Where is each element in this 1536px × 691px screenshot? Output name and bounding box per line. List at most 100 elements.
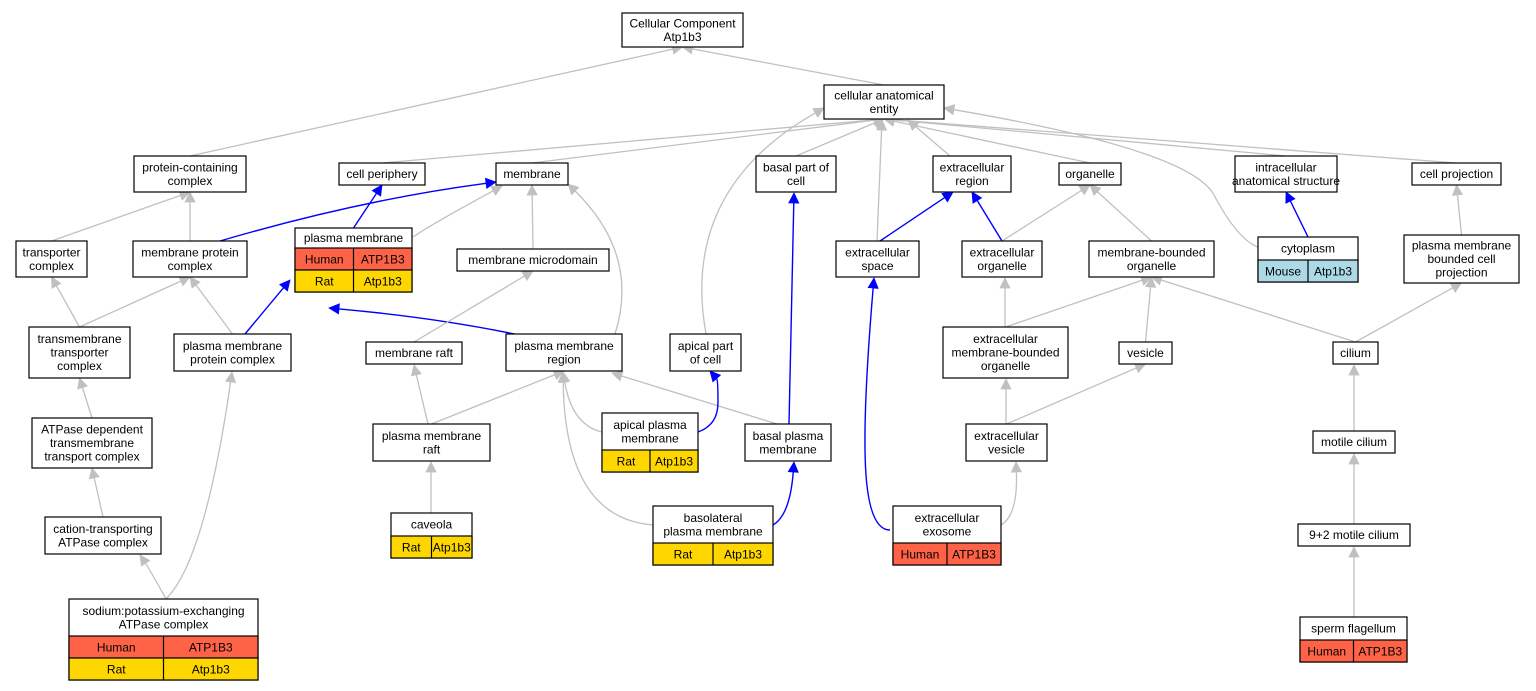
edge-line bbox=[564, 381, 603, 433]
species-label: Rat bbox=[107, 663, 126, 677]
arrowhead-icon bbox=[1089, 184, 1102, 197]
node-label: sodium:potassium-exchanging bbox=[82, 604, 244, 618]
node-label: plasma membrane bbox=[382, 429, 482, 443]
node-label: 9+2 motile cilium bbox=[1309, 528, 1399, 542]
annotation-row: Rat Atp1b3 bbox=[390, 535, 473, 559]
edge-line bbox=[1144, 286, 1152, 343]
arrowhead-icon bbox=[875, 119, 888, 131]
edge-line bbox=[1006, 367, 1137, 425]
node-label: cytoplasm bbox=[1281, 242, 1335, 256]
arrowhead-icon bbox=[490, 185, 503, 196]
edge-line bbox=[81, 387, 93, 419]
species-label: Rat bbox=[617, 455, 636, 469]
edge-mcil-to-cil bbox=[1348, 364, 1360, 431]
node-motile-cilium: motile cilium bbox=[1312, 430, 1396, 454]
node-label: complex bbox=[57, 359, 102, 373]
node-label: cell periphery bbox=[346, 167, 417, 181]
edge-pmpc-to-pm bbox=[244, 279, 291, 335]
edge-pm-to-cper bbox=[352, 184, 383, 229]
species-label: Rat bbox=[402, 541, 421, 555]
edge-blpm-to-bpm bbox=[772, 461, 799, 526]
species-label: Human bbox=[1307, 645, 1346, 659]
edge-pmbcp-to-cproj bbox=[1451, 184, 1464, 236]
gene-label: Atp1b3 bbox=[192, 663, 230, 677]
gene-label: Atp1b3 bbox=[364, 275, 402, 289]
node-label: Atp1b3 bbox=[663, 30, 701, 44]
node-box bbox=[1058, 162, 1122, 186]
edge-line bbox=[701, 112, 816, 335]
edge-line bbox=[51, 194, 181, 242]
node-label: transmembrane bbox=[50, 436, 134, 450]
edge-atpdep-to-ttc bbox=[77, 377, 93, 419]
edge-pmr-to-mem bbox=[567, 183, 623, 335]
arrowhead-icon bbox=[279, 279, 291, 292]
node-box bbox=[132, 240, 248, 278]
node-box bbox=[495, 162, 569, 186]
node-label: basolateral bbox=[684, 511, 743, 525]
edge-line bbox=[574, 190, 623, 335]
edge-line bbox=[621, 375, 778, 425]
arrowhead-icon bbox=[1451, 184, 1464, 196]
species-label: Human bbox=[901, 548, 940, 562]
edge-bpm-to-pmr bbox=[611, 370, 778, 425]
arrowhead-icon bbox=[1285, 191, 1296, 204]
arrowhead-icon bbox=[1010, 461, 1023, 473]
node-label: complex bbox=[168, 174, 213, 188]
edge-cyto-to-cae bbox=[943, 104, 1259, 248]
arrowhead-icon bbox=[371, 184, 383, 197]
node-label: membrane-bounded bbox=[1097, 245, 1205, 259]
node-box bbox=[173, 333, 292, 372]
node-label: region bbox=[955, 174, 988, 188]
gene-label: Atp1b3 bbox=[1314, 265, 1352, 279]
node-label: bounded cell bbox=[1427, 252, 1495, 266]
node-box bbox=[621, 12, 744, 48]
gene-label: Atp1b3 bbox=[655, 455, 693, 469]
annotation-row: Rat Atp1b3 bbox=[601, 449, 699, 473]
edge-sperm-to-m92 bbox=[1348, 546, 1360, 617]
arrowhead-icon bbox=[1348, 364, 1360, 376]
arrowhead-icon bbox=[971, 191, 983, 204]
node-label: Cellular Component bbox=[629, 16, 736, 30]
edge-line bbox=[953, 109, 1259, 248]
node-label: intracellular bbox=[1255, 160, 1316, 174]
edge-line bbox=[431, 374, 555, 425]
arrowhead-icon bbox=[1078, 184, 1091, 196]
gene-label: ATP1B3 bbox=[952, 548, 996, 562]
edge-exosome-to-exs bbox=[864, 277, 891, 531]
gene-label: ATP1B3 bbox=[189, 641, 233, 655]
node-label: plasma membrane bbox=[183, 339, 283, 353]
arrowhead-icon bbox=[328, 303, 340, 315]
arrowhead-icon bbox=[709, 370, 722, 383]
edge-line bbox=[79, 280, 182, 328]
species-label: Human bbox=[305, 253, 344, 267]
node-box bbox=[1297, 523, 1411, 547]
edge-pmpc-to-mpc bbox=[189, 276, 234, 335]
edge-line bbox=[876, 129, 883, 242]
node-box bbox=[932, 155, 1012, 193]
edge-line bbox=[915, 126, 951, 157]
node-label: transmembrane bbox=[37, 332, 121, 346]
edge-pmraft-to-mraft bbox=[410, 364, 429, 425]
gene-label: Atp1b3 bbox=[433, 541, 471, 555]
edge-exo-to-exr bbox=[971, 191, 1003, 242]
edge-apc-to-cae bbox=[701, 107, 825, 335]
arrowhead-icon bbox=[787, 461, 799, 473]
edge-line bbox=[893, 120, 1091, 164]
edge-line bbox=[195, 284, 234, 335]
edge-line bbox=[1456, 194, 1463, 236]
edge-line bbox=[145, 562, 167, 600]
annotation-row: Rat Atp1b3 bbox=[68, 657, 259, 681]
edge-exs-to-cae bbox=[875, 119, 888, 242]
node-label: basal plasma bbox=[753, 429, 824, 443]
edge-line bbox=[976, 200, 1003, 242]
edge-mpc-to-pcc bbox=[184, 191, 196, 241]
edge-line bbox=[1096, 191, 1152, 242]
node-label: ATPase complex bbox=[58, 535, 148, 549]
